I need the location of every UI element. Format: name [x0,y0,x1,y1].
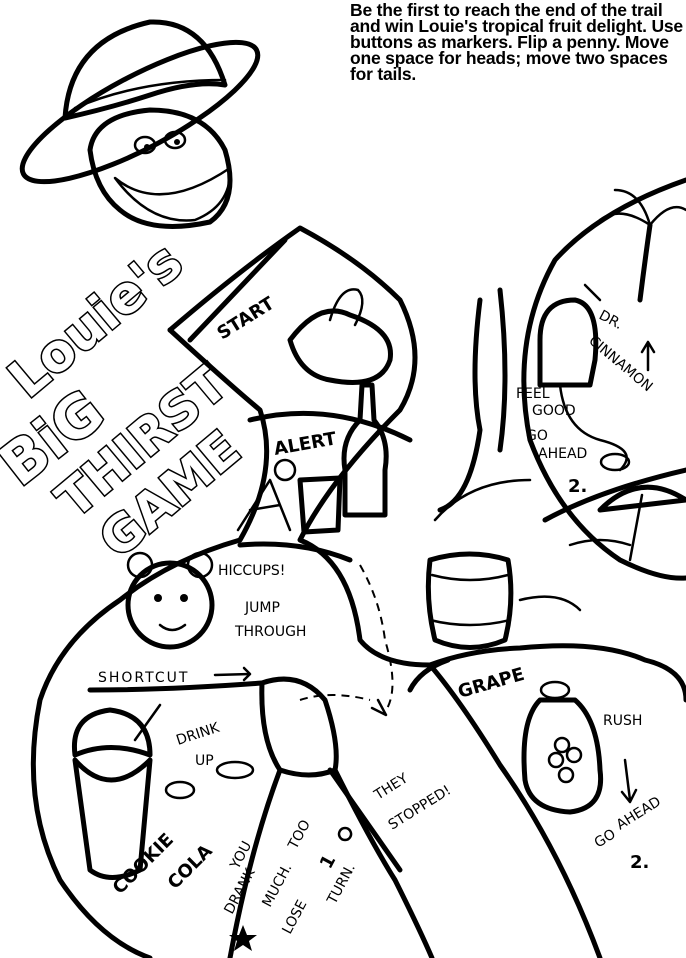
shortcut-path [299,564,394,713]
feel-label: FEEL [516,386,550,402]
start-label: START [214,293,279,345]
dr-cinnamon-machine-icon [537,283,631,472]
too-label: TOO [285,817,314,852]
drink-label: DRINK [174,720,222,749]
through-label: THROUGH [234,624,306,640]
jump-label: JUMP [244,600,280,616]
they-label: THEY [371,770,412,804]
hat-monkey-icon [19,19,261,229]
trail [30,177,686,958]
ahead2-label: AHEAD [538,446,587,462]
pointing-hand-icon [287,288,393,385]
beach-umbrella-icon [568,484,686,562]
game-title: Louie's BiG THIRST GAME [0,230,253,571]
grape-label: GRAPE [456,664,527,703]
much-label: MUCH. [259,861,295,910]
space-cookie-cola: DRINK UP COOKIE COLA [71,703,255,899]
barrel-icon [425,551,514,650]
intro-text: Be the first to reach the end of the tra… [350,0,683,84]
one-label: 1 [316,851,340,872]
space-lose-turn: YOU DRANK TOO MUCH. LOSE 1 TURN. [221,817,359,951]
good-label: GOOD [532,403,576,419]
palm-tree-icon [598,188,686,303]
bear-icon [125,551,215,650]
dr-label: DR. [596,307,625,333]
space-start: START [214,288,393,385]
ahead-label: AHEAD [614,794,664,834]
grape-jug-icon [521,680,604,815]
two2-label: 2. [568,476,587,497]
hiccups-label: HICCUPS! [218,563,285,579]
go2-label: GO [526,428,548,444]
up-label: UP [195,753,214,769]
tree [433,287,582,612]
space-dr-cinnamon: DR. CINNAMON FEEL GOOD GO AHEAD 2. [516,283,655,497]
lose-label: LOSE [279,898,310,937]
space-grape-rush: GRAPE RUSH GO AHEAD 2. [456,664,664,873]
star-icon [229,925,257,951]
space-hiccups: HICCUPS! JUMP THROUGH SHORTCUT [98,551,306,686]
space-they-stopped: THEY STOPPED! [371,770,454,833]
shortcut-label: SHORTCUT [98,670,189,686]
bottle-icon [236,382,389,535]
go-label: GO [592,826,619,851]
two-label: 2. [630,852,649,873]
alert-label: ALERT [272,428,338,460]
milkshake-icon [71,703,255,880]
rush-label: RUSH [603,713,642,729]
